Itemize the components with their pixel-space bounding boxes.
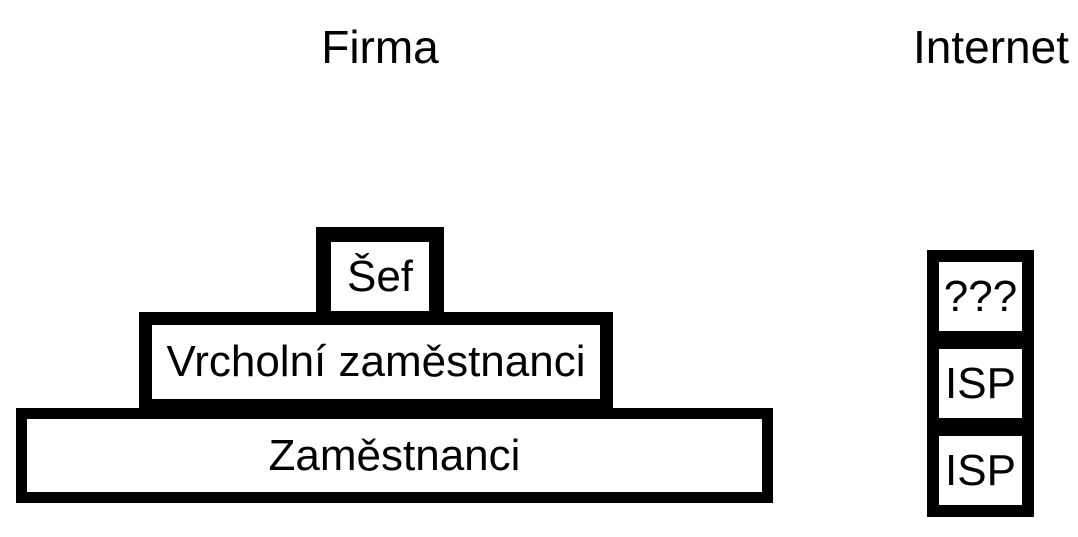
- stack-box-isp-1: ISP: [927, 337, 1034, 430]
- pyramid-box-employees: Zaměstnanci: [16, 408, 773, 503]
- stack-box-isp-2: ISP: [927, 424, 1034, 517]
- internet-title: Internet: [913, 21, 1069, 73]
- pyramid-box-boss: Šef: [316, 227, 444, 326]
- stack-box-unknown: ???: [927, 250, 1034, 343]
- pyramid-box-top-employees: Vrcholní zaměstnanci: [139, 312, 613, 412]
- firma-title: Firma: [321, 21, 439, 73]
